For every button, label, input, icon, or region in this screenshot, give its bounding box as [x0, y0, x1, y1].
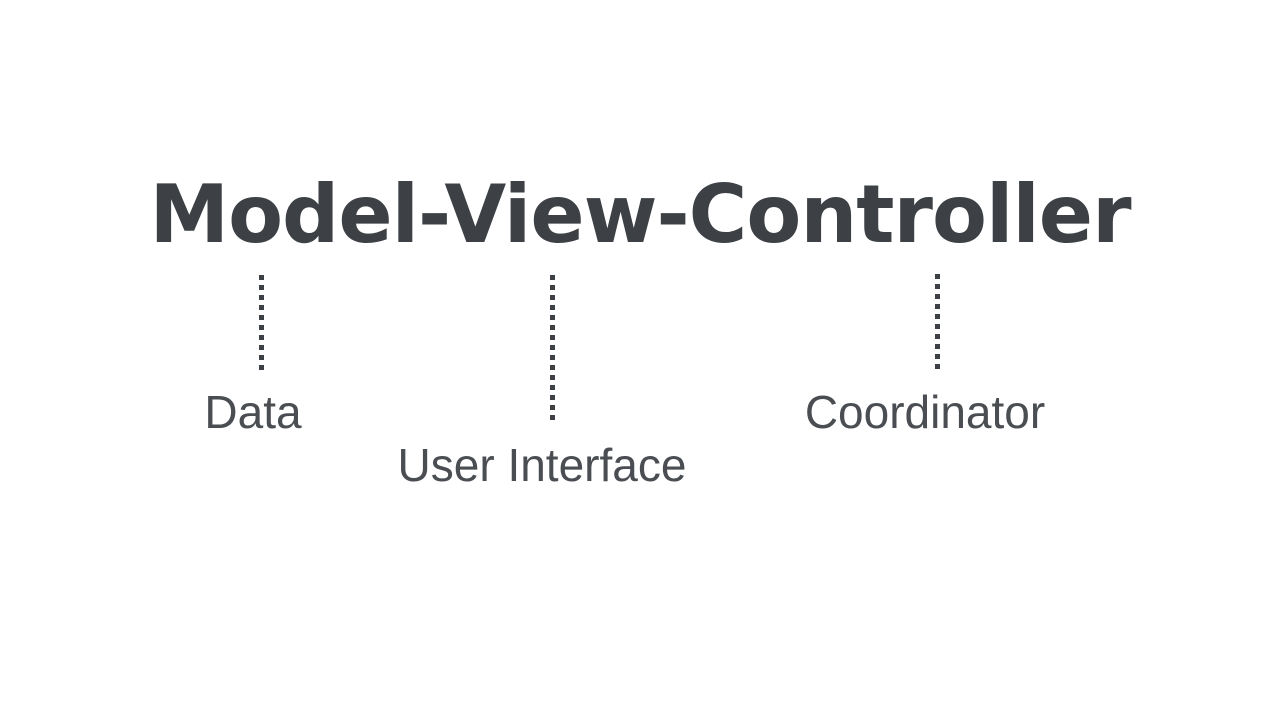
label-controller-coordinator: Coordinator: [804, 386, 1046, 438]
page-title: Model-View-Controller: [149, 168, 1131, 261]
dotted-connector-model: [259, 275, 264, 372]
label-view-user-interface: User Interface: [397, 439, 687, 491]
dotted-connector-controller: [935, 274, 940, 370]
dotted-connector-view: [550, 275, 555, 422]
label-model-data: Data: [204, 386, 302, 438]
